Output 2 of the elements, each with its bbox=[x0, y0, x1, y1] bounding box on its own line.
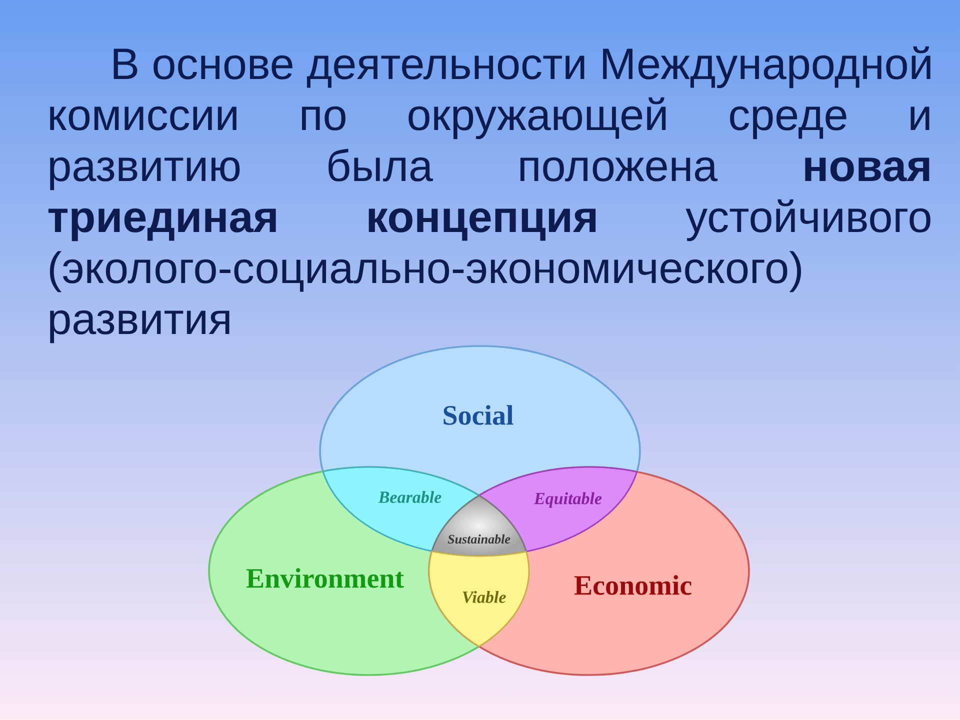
overlap-region: Viable bbox=[428, 550, 530, 648]
paragraph-text: В основе деятельности Международной комиссии по окружающей среде и развитию была положена новая триединая концепция устойчивого (эколого-социально-экономического) развития bbox=[48, 46, 930, 344]
